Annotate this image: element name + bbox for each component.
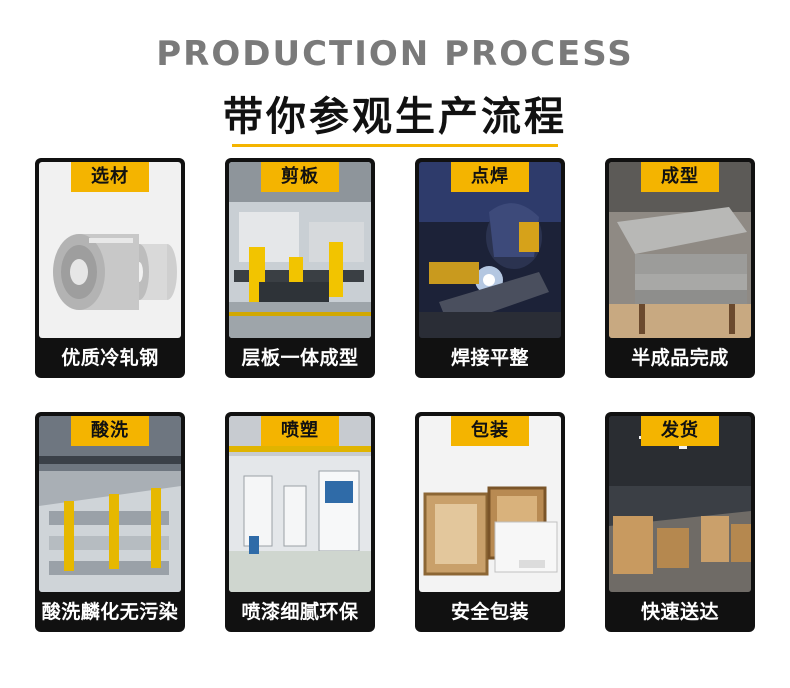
step-caption: 层板一体成型 bbox=[241, 347, 359, 369]
step-tag: 点焊 bbox=[451, 162, 529, 192]
step-caption: 焊接平整 bbox=[450, 347, 529, 369]
step-tag: 剪板 bbox=[261, 162, 339, 192]
step-card-powder-coating: 喷塑 喷漆细腻环保 bbox=[225, 412, 375, 632]
step-caption: 酸洗麟化无污染 bbox=[41, 601, 179, 623]
step-tag: 喷塑 bbox=[261, 416, 339, 446]
step-card-welding: 点焊 焊接平整 bbox=[415, 158, 565, 378]
step-card-forming: 成型 半成品完成 bbox=[605, 158, 755, 378]
page-title-english: PRODUCTION PROCESS bbox=[156, 34, 634, 74]
step-caption: 喷漆细腻环保 bbox=[241, 601, 359, 623]
step-caption: 优质冷轧钢 bbox=[61, 347, 159, 369]
step-card-shearing: 剪板 层板一体成型 bbox=[225, 158, 375, 378]
page-title-chinese: 带你参观生产流程 bbox=[223, 94, 567, 140]
step-caption: 快速送达 bbox=[640, 601, 719, 623]
shearing-line-photo bbox=[229, 162, 371, 338]
step-card-material: 选材 优质冷轧钢 bbox=[35, 158, 185, 378]
title-underline bbox=[232, 144, 558, 147]
step-card-shipping: 发货 快速送达 bbox=[605, 412, 755, 632]
step-tag: 包装 bbox=[451, 416, 529, 446]
step-tag: 酸洗 bbox=[71, 416, 149, 446]
step-card-packaging: 包装 安全包装 bbox=[415, 412, 565, 632]
powder-coating-photo bbox=[229, 416, 371, 592]
step-tag: 发货 bbox=[641, 416, 719, 446]
step-caption: 安全包装 bbox=[450, 601, 529, 623]
step-caption: 半成品完成 bbox=[631, 347, 729, 369]
step-card-pickling: 酸洗 酸洗麟化无污染 bbox=[35, 412, 185, 632]
welding-photo bbox=[419, 162, 561, 338]
step-tag: 成型 bbox=[641, 162, 719, 192]
step-tag: 选材 bbox=[71, 162, 149, 192]
